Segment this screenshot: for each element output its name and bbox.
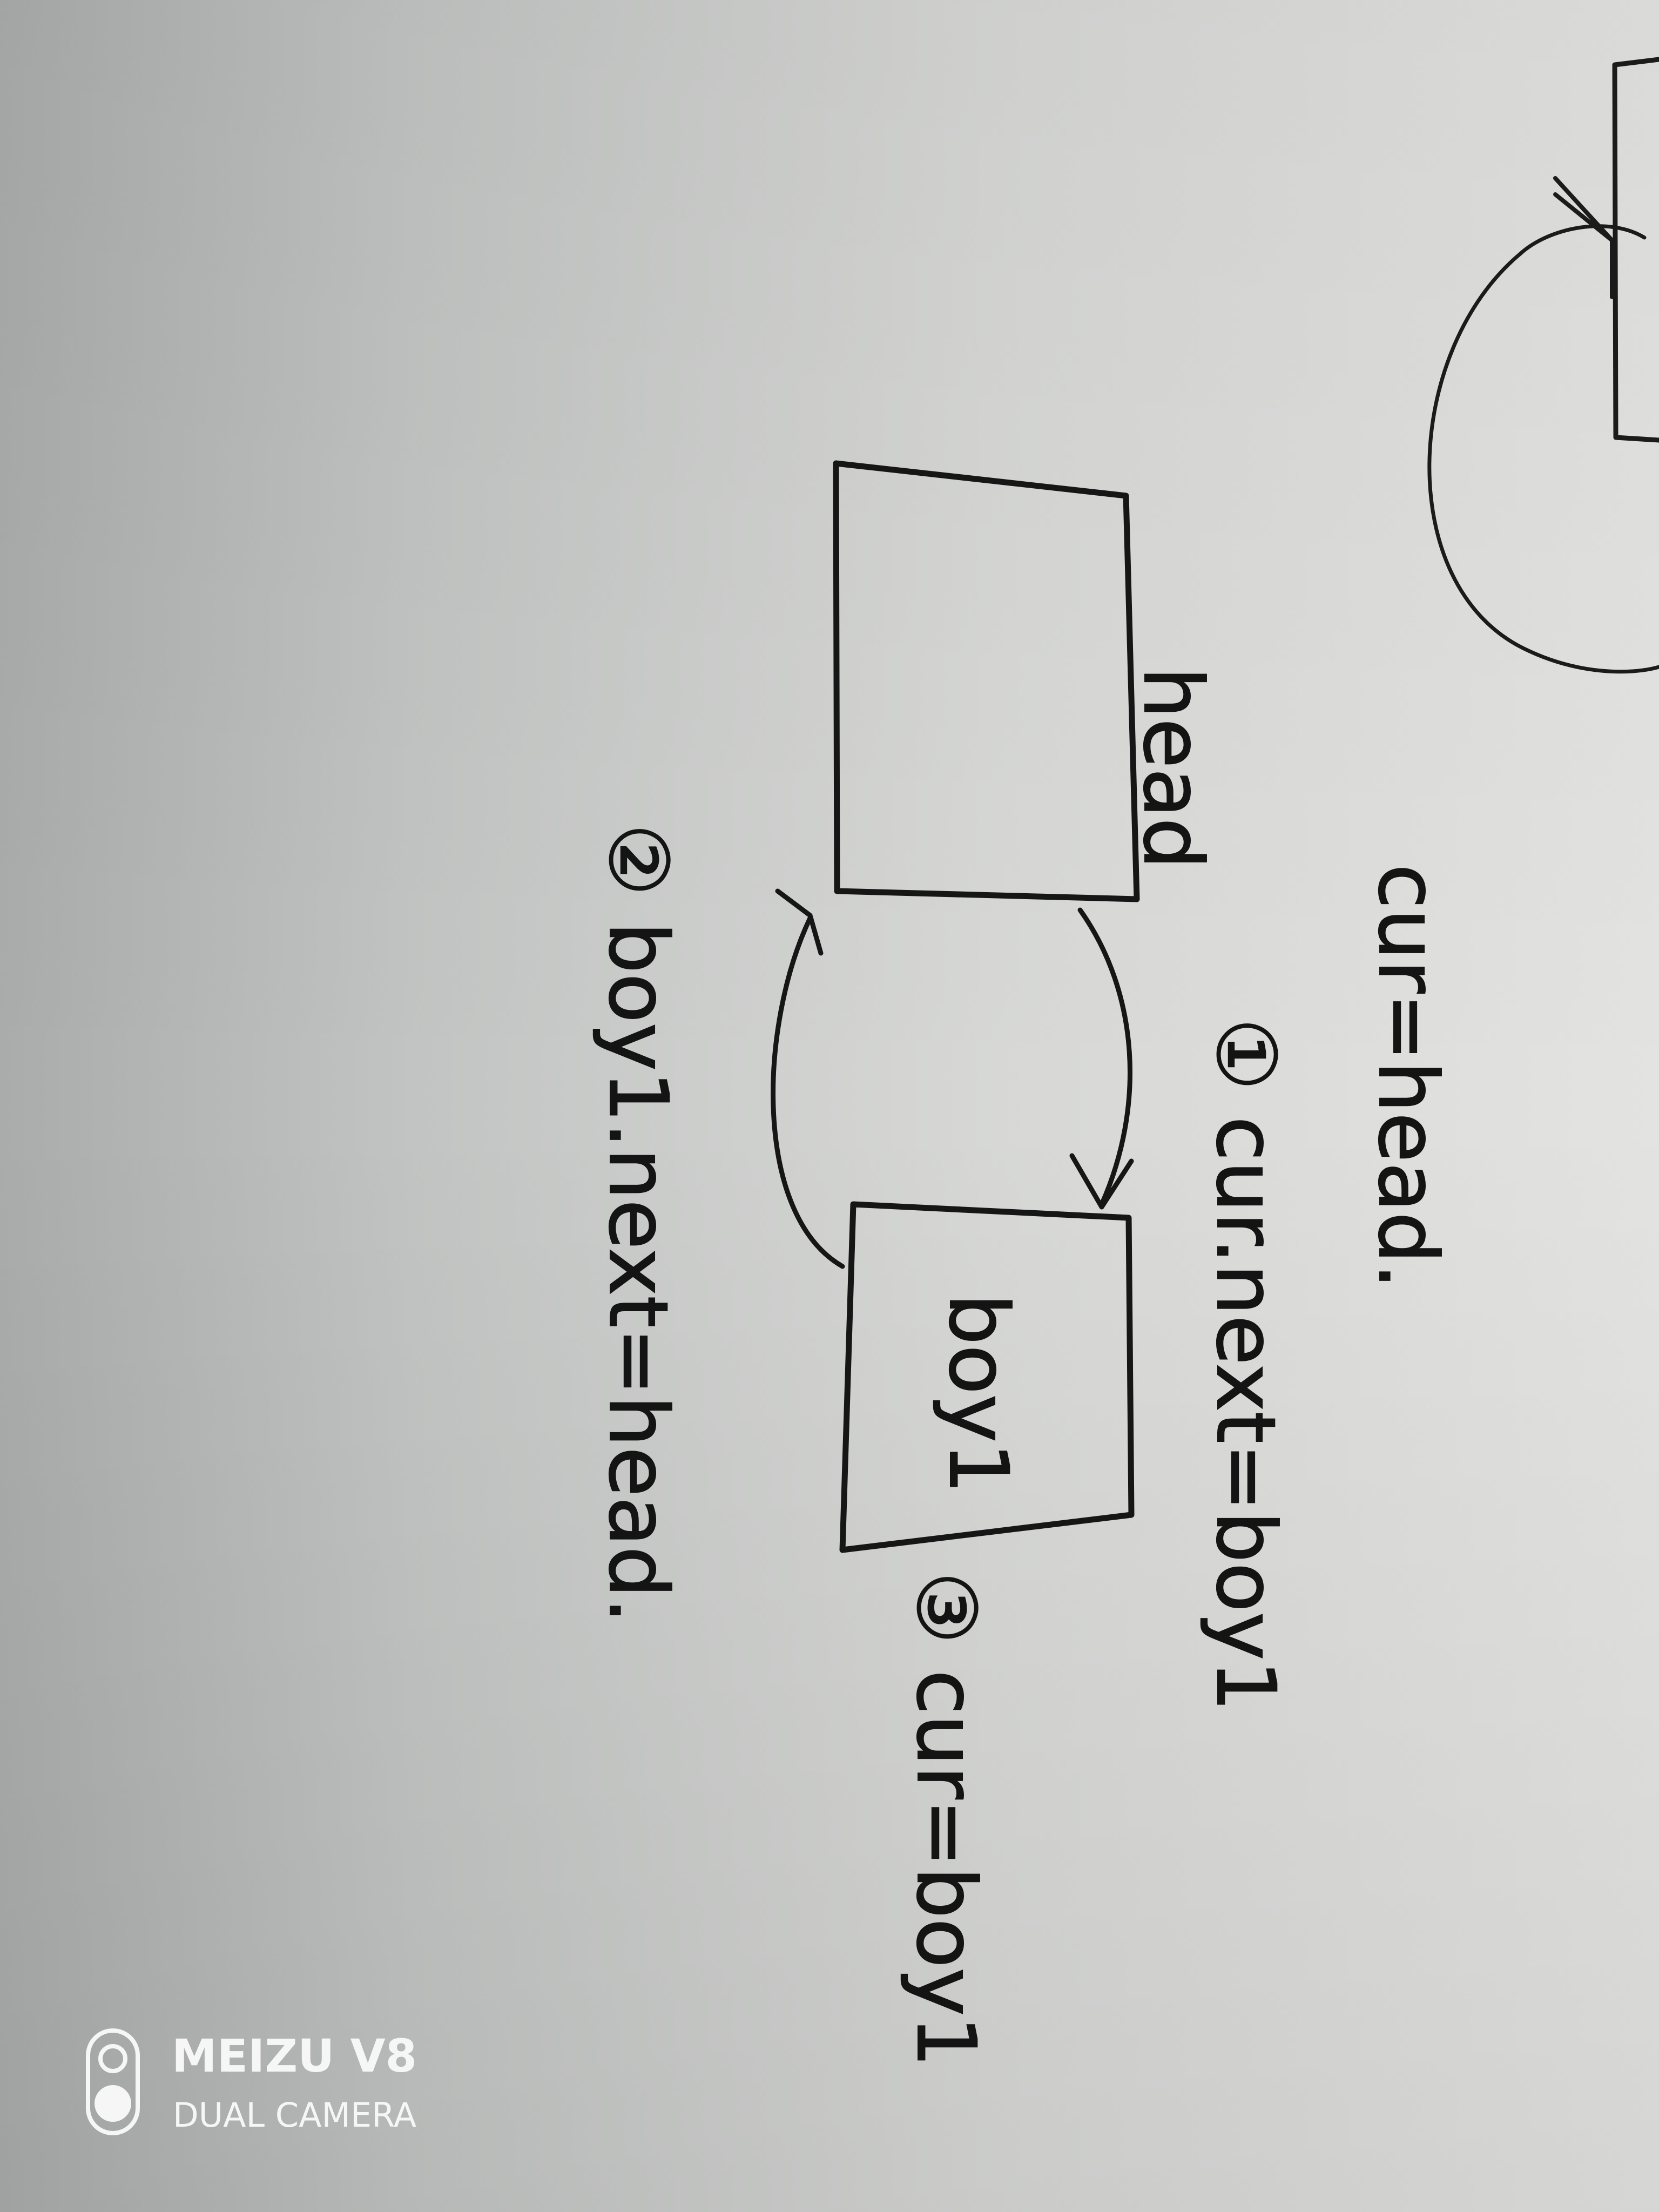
arrowhead-at-head [775,888,824,956]
top-right-arrowhead [1553,176,1614,299]
note-step3-cur-boy1: ③ cur=boy1 [899,1572,993,2067]
top-right-partial-box [1612,57,1659,443]
arrow-head-to-boy1 [1077,907,1132,1207]
head-node-box [833,460,1140,902]
top-right-loop-arrow [1427,224,1659,674]
note-step2-boy1-next: ② boy1.next=head. [591,824,685,1623]
camera-watermark: MEIZU V8 DUAL CAMERA [86,2028,417,2135]
note-step1-cur-next: ① cur.next=boy1 [1198,1018,1292,1711]
note-cur-equals-head: cur=head. [1360,864,1454,1289]
watermark-camera: DUAL CAMERA [173,2095,416,2135]
boy1-node-box [839,1201,1135,1553]
camera-lens-top-icon [98,2044,127,2073]
arrow-boy1-to-head [771,915,845,1269]
watermark-model: MEIZU V8 [172,2029,417,2082]
camera-icon [86,2028,140,2135]
camera-lens-bottom-icon [95,2085,131,2122]
arrowhead-at-boy1 [1069,1153,1134,1210]
boy1-label: boy1 [931,1293,1025,1494]
head-label: head [1125,667,1219,869]
